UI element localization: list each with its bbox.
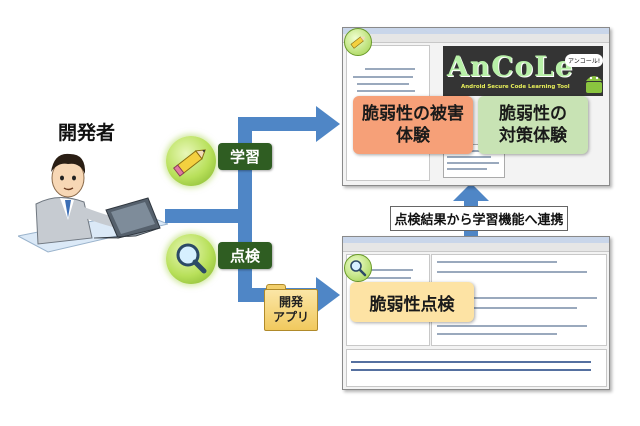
countermeasure-line1: 脆弱性の (499, 103, 567, 125)
damage-line1: 脆弱性の被害 (362, 103, 464, 125)
damage-line2: 体験 (396, 125, 430, 147)
menu-bar (343, 243, 609, 252)
console-area (346, 349, 607, 387)
folder-label-line2: アプリ (265, 310, 317, 325)
folder-label-line1: 開発 (265, 295, 317, 310)
arrow-head-top (316, 106, 340, 142)
damage-experience-box: 脆弱性の被害 体験 (353, 96, 473, 154)
learn-step-box: 学習 (218, 143, 272, 170)
arrow-head-bottom (316, 277, 340, 313)
ancole-tagline: Android Secure Code Learning Tool (461, 84, 570, 90)
speech-bubble: アンコール! (565, 54, 603, 67)
pencil-icon (166, 136, 216, 186)
magnifier-icon (166, 234, 216, 284)
android-icon (583, 70, 605, 96)
pencil-icon (345, 29, 371, 55)
magnifier-icon (345, 255, 371, 281)
developer-illustration (18, 140, 168, 255)
tool-logo-icon (344, 28, 372, 56)
learn-icon-circle (166, 136, 216, 186)
ancole-logo-text: AnCoLe (447, 50, 574, 83)
countermeasure-line2: 対策体験 (499, 125, 567, 147)
countermeasure-box: 脆弱性の 対策体験 (478, 96, 588, 154)
vulnerability-check-box: 脆弱性点検 (350, 282, 474, 322)
inspect-tool-logo-icon (344, 254, 372, 282)
flow-to-top (238, 117, 318, 131)
inspect-step-box: 点検 (218, 242, 272, 269)
flow-main-stem (165, 209, 240, 223)
menu-bar (343, 34, 609, 43)
app-folder-icon: 開発 アプリ (264, 289, 318, 331)
inspect-icon-circle (166, 234, 216, 284)
link-label-box: 点検結果から学習機能へ連携 (390, 206, 568, 231)
